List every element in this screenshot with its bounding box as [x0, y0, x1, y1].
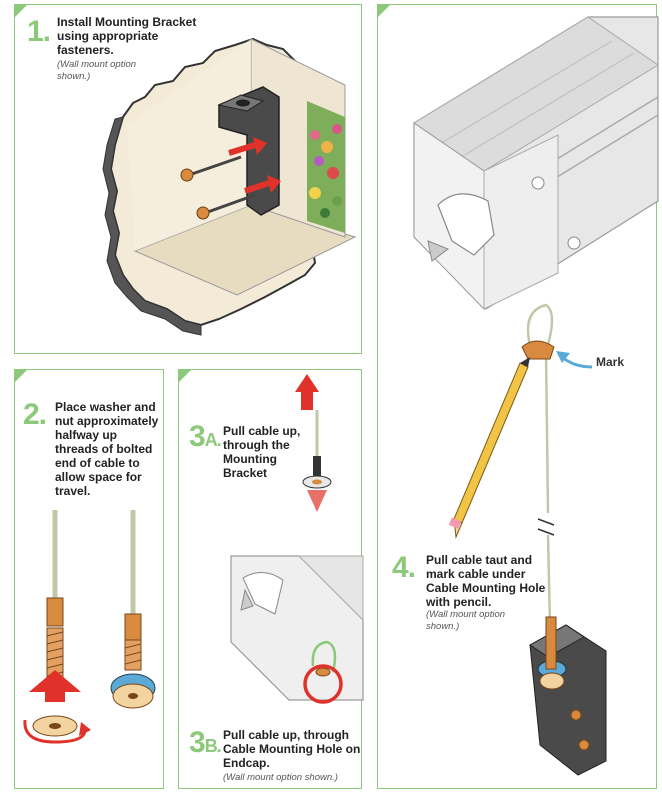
step-3-panel: 3A. Pull cable up, through the Mounting … — [178, 369, 364, 789]
step-3a-suffix: A. — [204, 430, 222, 450]
step-3b-digit: 3 — [189, 726, 206, 759]
pencil-icon — [448, 357, 530, 539]
panel-corner-marker — [14, 369, 28, 383]
mark-callout-label: Mark — [596, 355, 625, 369]
arrow-up-icon — [295, 374, 319, 410]
panel-corner-marker — [377, 4, 391, 18]
highlight-circle — [303, 664, 343, 704]
step-3b-number: 3B. — [189, 726, 222, 759]
step-2-panel: 2. Place washer and nut approximately ha… — [14, 369, 164, 789]
step-2-number: 2. — [23, 398, 47, 431]
rotate-arrow-icon — [79, 722, 91, 736]
arrow-icon — [253, 137, 267, 155]
step-3b-text: Pull cable up, through Cable Mounting Ho… — [223, 728, 361, 770]
step-3a-number: 3A. — [189, 420, 222, 453]
step-4-text: Pull cable taut and mark cable under Cab… — [426, 553, 546, 609]
panel-corner-marker — [178, 369, 192, 383]
step-1-note: (Wall mount option shown.) — [57, 59, 137, 82]
screw-icon — [180, 155, 242, 182]
screw-icon — [196, 193, 256, 220]
washer-nut-illustration — [23, 510, 156, 744]
panel-corner-marker — [14, 4, 28, 18]
step-2-text: Place washer and nut approximately halfw… — [55, 400, 159, 498]
step-4-panel: Mark 4. Pull cable taut and mark cable u… — [377, 4, 659, 789]
endcap-mark-illustration — [413, 16, 659, 776]
wall-bracket-illustration — [102, 37, 357, 336]
mark-clip-icon — [521, 340, 555, 360]
arrow-icon — [267, 175, 281, 193]
arrow-up-icon — [29, 670, 81, 692]
step-1-text: Install Mounting Bracket using appropria… — [57, 15, 197, 57]
step-3b-note: (Wall mount option shown.) — [223, 772, 338, 783]
step-3b-suffix: B. — [204, 736, 222, 756]
step-1-panel: 1. Install Mounting Bracket using approp… — [14, 4, 362, 354]
step-4-number: 4. — [392, 551, 416, 584]
step-1-number: 1. — [27, 15, 51, 48]
callout-arrow-icon — [556, 351, 570, 363]
step-3a-digit: 3 — [189, 420, 206, 453]
step-3a-text: Pull cable up, through the Mounting Brac… — [223, 424, 301, 480]
step-4-note: (Wall mount option shown.) — [426, 609, 506, 632]
pull-cable-illustration — [230, 374, 364, 704]
